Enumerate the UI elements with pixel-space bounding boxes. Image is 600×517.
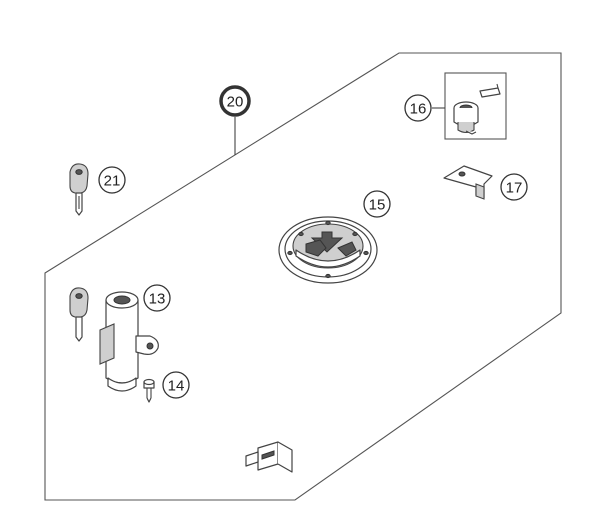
callout-15[interactable]: 15	[363, 190, 391, 218]
callout-20[interactable]: 20	[219, 85, 251, 117]
callout-17[interactable]: 17	[500, 173, 528, 201]
callout-16-label: 16	[410, 101, 427, 118]
kit-boundary-outline	[44, 52, 562, 501]
callout-14[interactable]: 14	[162, 371, 190, 399]
screw-part-14[interactable]	[143, 378, 155, 403]
ignition-lock-part-13[interactable]	[99, 291, 293, 473]
key-part-21[interactable]	[69, 163, 89, 216]
bracket-part-17[interactable]	[443, 165, 493, 200]
fuel-cap-part-15[interactable]	[278, 216, 378, 284]
callout-21-label: 21	[104, 173, 121, 190]
callout-21[interactable]: 21	[98, 166, 126, 194]
key-in-kit	[69, 287, 89, 342]
callout-13[interactable]: 13	[143, 284, 171, 312]
callout-14-label: 14	[168, 378, 185, 395]
callout-15-label: 15	[369, 197, 386, 214]
callout-20-label: 20	[227, 94, 244, 111]
callout-17-label: 17	[506, 180, 523, 197]
lock-cylinder-part-16[interactable]	[432, 72, 507, 140]
callout-13-label: 13	[149, 291, 166, 308]
callout-16[interactable]: 16	[404, 94, 432, 122]
